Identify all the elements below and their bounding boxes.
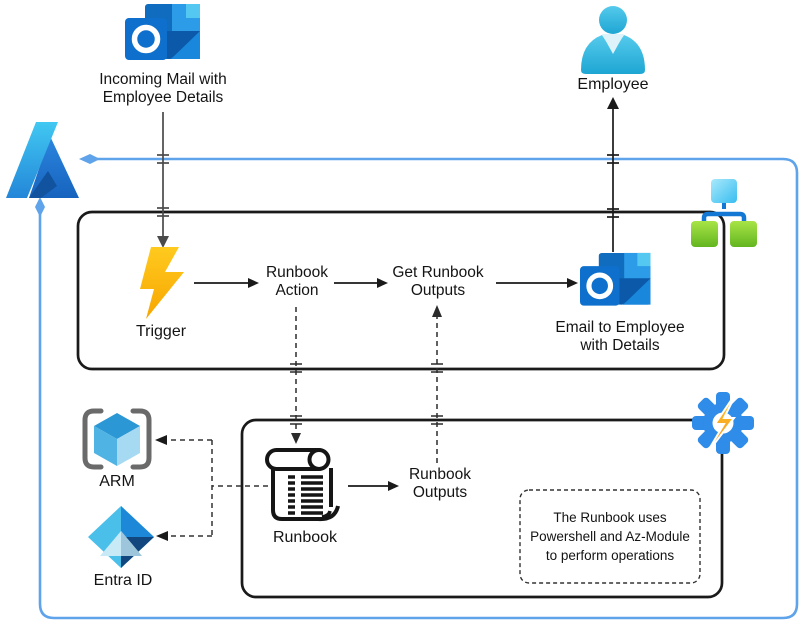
outlook-icon	[125, 4, 200, 60]
edge-incoming-to-trigger	[157, 112, 169, 248]
scroll-icon	[265, 448, 340, 522]
edge-runbook-to-arm-entra	[155, 435, 268, 541]
runbook-action-label: Runbook Action	[265, 264, 329, 299]
azure-logo	[6, 122, 79, 198]
entra-id-icon	[88, 506, 154, 568]
azure-boundary-loop	[35, 154, 799, 620]
runbook-label: Runbook	[272, 529, 338, 546]
person-icon	[581, 6, 645, 74]
automation-gear-icon	[692, 389, 754, 457]
runbook-outputs-label: Runbook Outputs	[408, 466, 472, 501]
flowchart-icon	[691, 179, 757, 247]
arm-cube-icon	[82, 408, 152, 470]
note-box	[519, 489, 701, 584]
note-text: The Runbook uses Powershell and Az-Modul…	[530, 510, 690, 563]
edge-trigger-to-runbook-action	[194, 278, 259, 288]
edge-runbook-outputs-to-get-outputs	[431, 305, 443, 463]
edge-runbook-to-runbook-outputs	[348, 481, 399, 491]
employee-label: Employee	[577, 76, 649, 93]
edge-get-outputs-to-email	[496, 278, 578, 288]
workflow-box	[76, 210, 726, 371]
lightning-bolt-icon	[140, 247, 184, 319]
edge-email-to-employee	[607, 97, 619, 252]
edge-runbook-action-to-get-outputs	[334, 278, 388, 288]
entra-id-label: Entra ID	[93, 572, 153, 589]
trigger-label: Trigger	[135, 323, 187, 340]
incoming-mail-label: Incoming Mail with Employee Details	[99, 71, 227, 106]
get-runbook-outputs-label: Get Runbook Outputs	[392, 264, 484, 299]
loop-arrowhead-up	[35, 197, 45, 217]
arm-label: ARM	[99, 473, 135, 490]
email-to-employee-label: Email to Employee with Details	[555, 319, 685, 354]
edge-runbook-action-to-runbook	[290, 307, 302, 444]
loop-arrowhead-left	[79, 154, 100, 164]
outlook-icon	[580, 252, 651, 306]
